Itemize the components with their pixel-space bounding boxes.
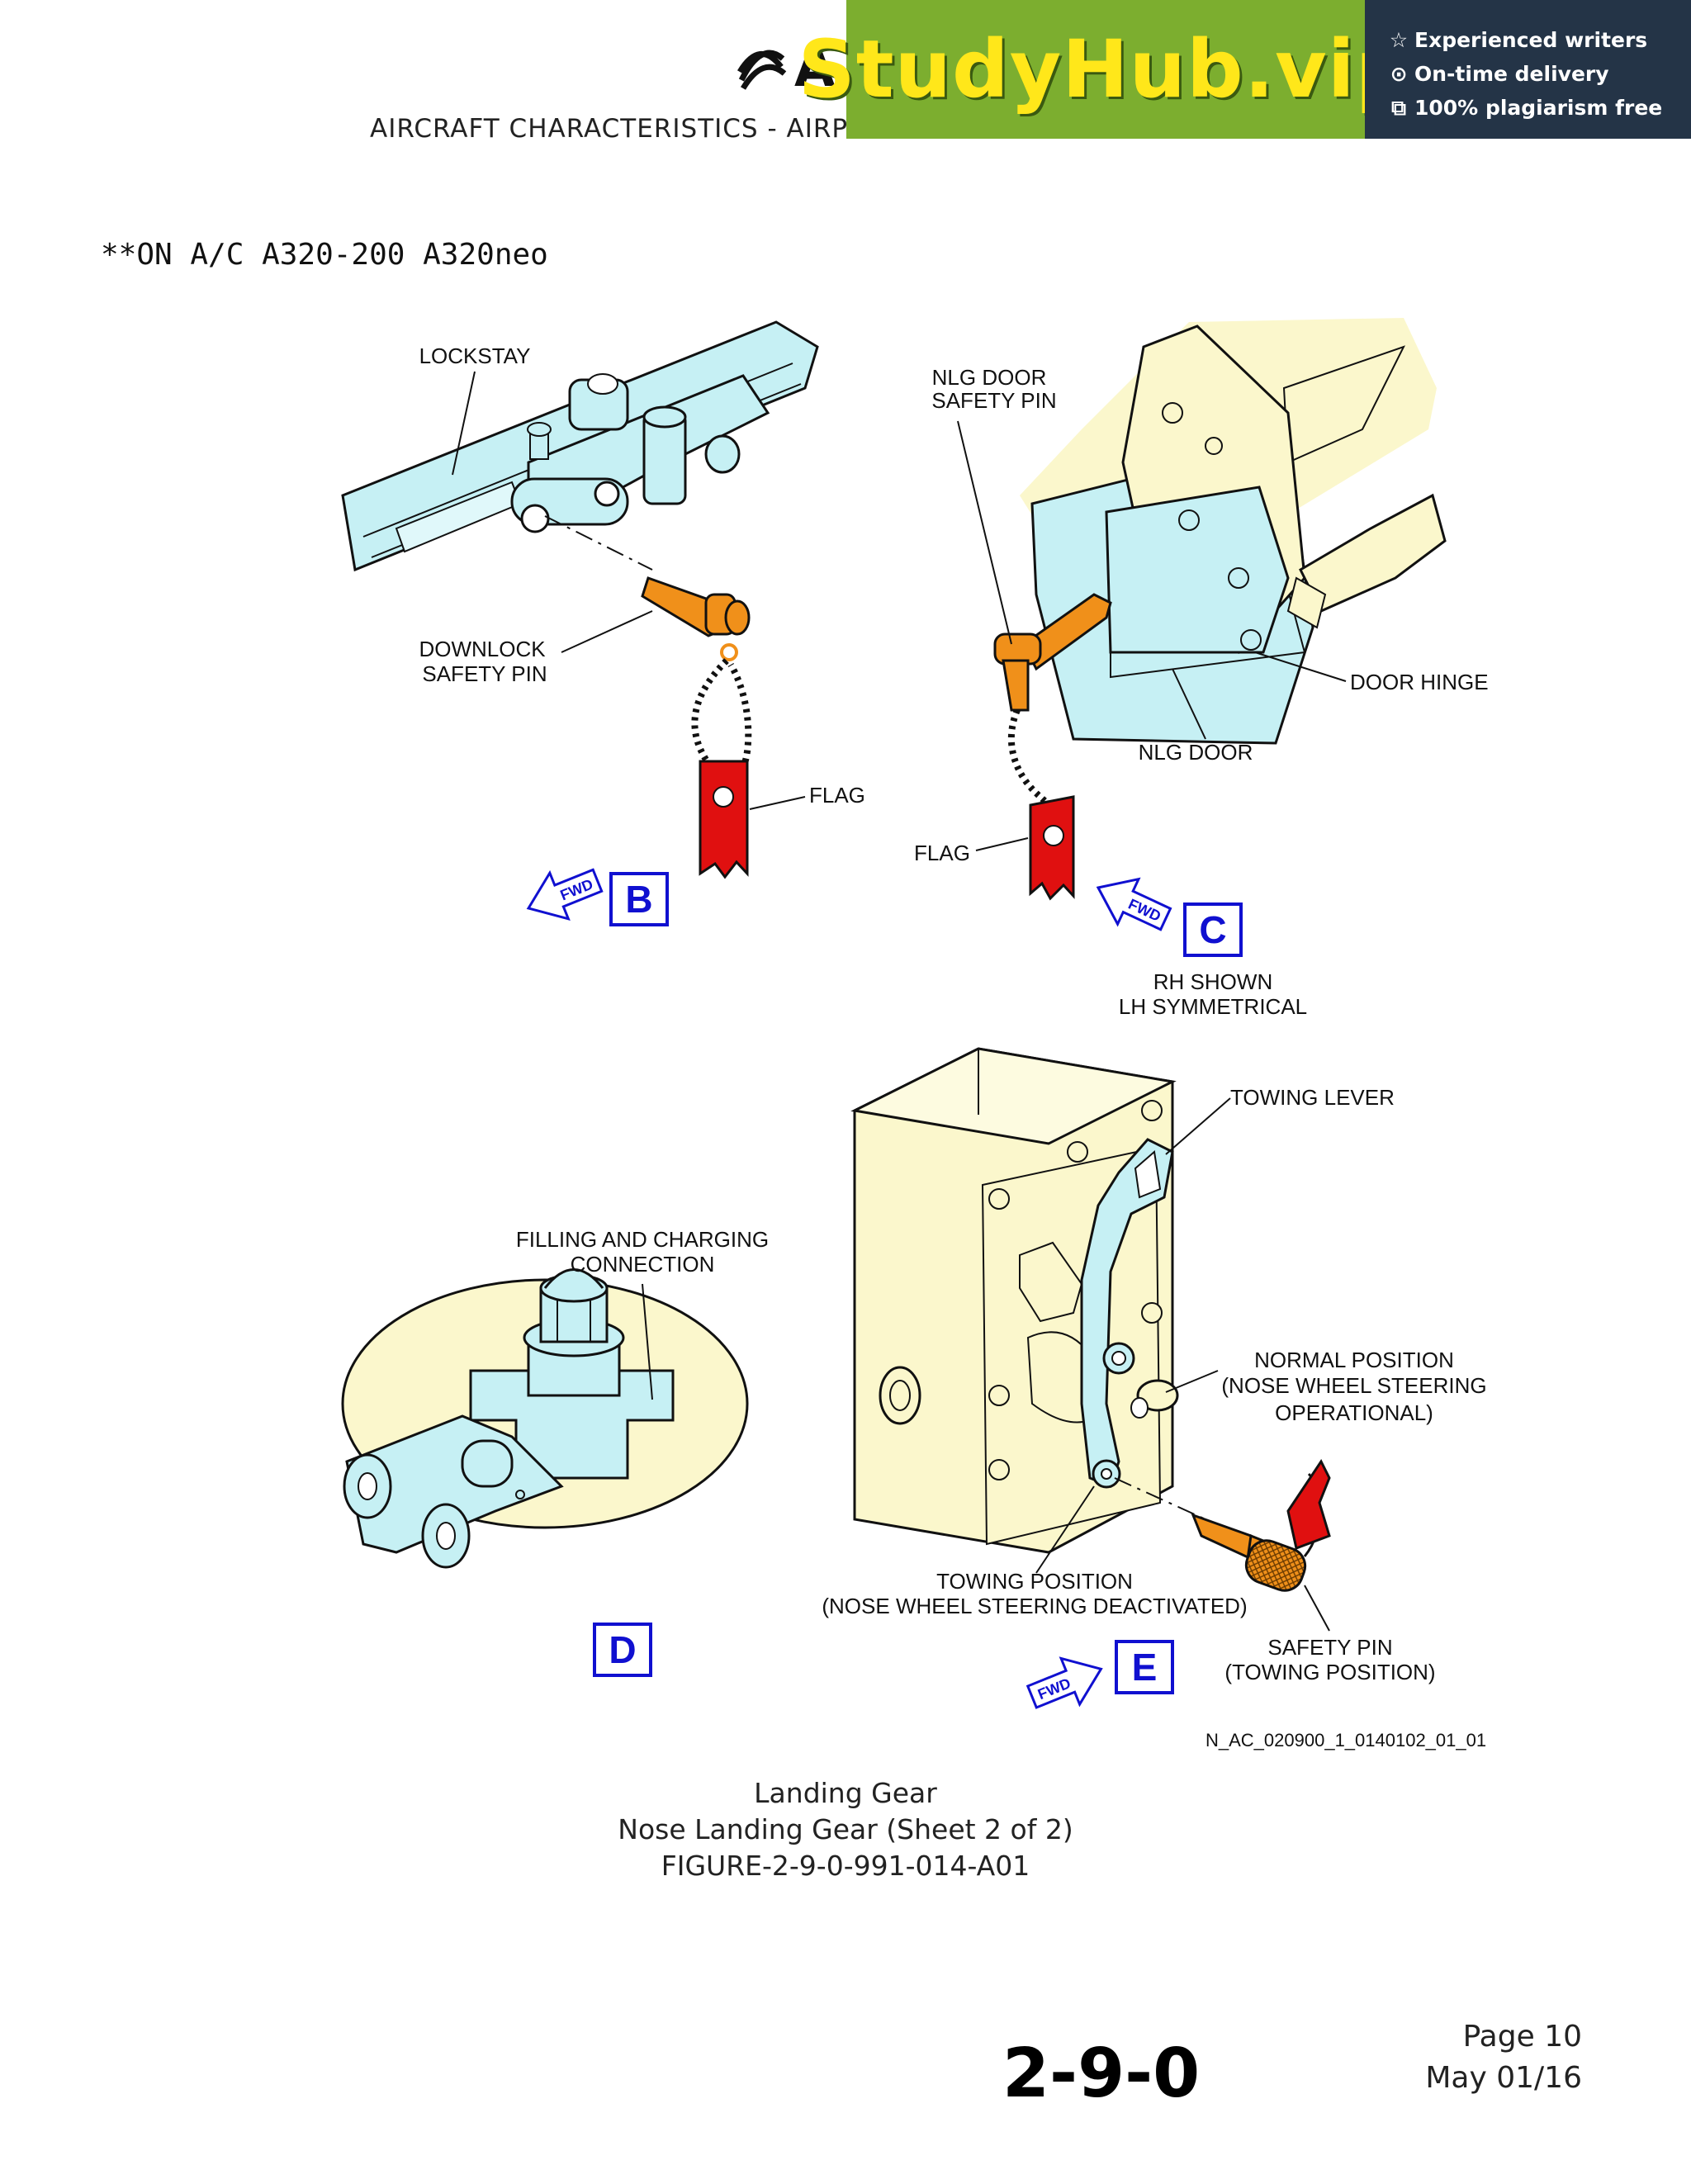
banner-feature: ⊙On-time delivery [1388, 57, 1691, 91]
applicability-note: **ON A/C A320-200 A320neo [101, 238, 548, 272]
label-normal-2: (NOSE WHEEL STEERING [1221, 1373, 1486, 1398]
label-rh-shown: RH SHOWN [1153, 969, 1272, 994]
view-b-lockstay: LOCKSTAY DOWNLOCK SAFETY PIN FLAG [341, 320, 865, 879]
label-flag-b: FLAG [809, 783, 865, 808]
label-door-hinge: DOOR HINGE [1350, 670, 1489, 694]
view-b-marker: FWD B [526, 868, 669, 926]
view-d-filling-connection: FILLING AND CHARGING CONNECTION [341, 1227, 769, 1569]
banner-brand[interactable]: StudyHub.vip [798, 23, 1414, 116]
page-number: Page 10 [1462, 2020, 1582, 2054]
caption-figure-number: FIGURE-2-9-0-991-014-A01 [661, 1850, 1030, 1882]
label-flag-c: FLAG [914, 841, 970, 865]
label-downlock-2: SAFETY PIN [422, 661, 547, 686]
label-lh-symmetrical: LH SYMMETRICAL [1119, 994, 1307, 1019]
label-towing-2: (NOSE WHEEL STEERING DEACTIVATED) [822, 1594, 1247, 1618]
view-e-towing-lever: TOWING LEVER NORMAL POSITION (NOSE WHEEL… [822, 1047, 1487, 1684]
view-letter-b: B [625, 878, 652, 921]
logo-text: A [794, 38, 836, 99]
label-filling-1: FILLING AND CHARGING [516, 1227, 769, 1252]
view-d-marker: D [593, 1623, 652, 1677]
label-towing-1: TOWING POSITION [936, 1569, 1133, 1594]
shield-check-icon: ⧉ [1391, 96, 1406, 120]
view-letter-d: D [609, 1628, 636, 1671]
view-c-marker: FWD C RH SHOWN LH SYMMETRICAL [1096, 877, 1307, 1019]
clock-icon: ⊙ [1390, 62, 1408, 86]
label-towing-lever: TOWING LEVER [1230, 1085, 1395, 1110]
label-normal-3: OPERATIONAL) [1275, 1400, 1433, 1425]
label-downlock-1: DOWNLOCK [419, 637, 546, 661]
label-safety-2: (TOWING POSITION) [1224, 1660, 1435, 1684]
banner-brand-panel[interactable]: StudyHub.vip [798, 0, 1412, 139]
section-number: 2-9-0 [1002, 2035, 1201, 2113]
banner-features-panel: ☆Experienced writers ⊙On-time delivery ⧉… [1365, 0, 1691, 139]
view-letter-e: E [1132, 1646, 1158, 1689]
view-e-marker: FWD E [1025, 1640, 1174, 1709]
label-filling-2: CONNECTION [571, 1252, 715, 1277]
star-icon: ☆ [1389, 28, 1409, 52]
banner-feature: ⧉100% plagiarism free [1388, 91, 1691, 125]
label-safety-1: SAFETY PIN [1267, 1635, 1392, 1660]
label-nlg-pin-2: SAFETY PIN [931, 388, 1056, 413]
banner-feature: ☆Experienced writers [1388, 23, 1691, 57]
label-normal-1: NORMAL POSITION [1254, 1348, 1454, 1372]
drawing-id: N_AC_020900_1_0140102_01_01 [1205, 1730, 1487, 1751]
caption-title: Landing Gear [754, 1777, 937, 1809]
airbus-logo: A [735, 38, 836, 99]
label-nlg-pin-1: NLG DOOR [932, 365, 1047, 390]
label-lockstay: LOCKSTAY [419, 343, 531, 368]
view-letter-c: C [1199, 908, 1226, 951]
logo-swirl-icon [737, 50, 787, 90]
ad-banner[interactable]: StudyHub.vip ☆Experienced writers ⊙On-ti… [798, 0, 1691, 139]
revision-date: May 01/16 [1425, 2061, 1582, 2095]
label-nlg-door: NLG DOOR [1139, 740, 1253, 765]
caption-subtitle: Nose Landing Gear (Sheet 2 of 2) [618, 1813, 1073, 1845]
view-c-nlg-door: NLG DOOR SAFETY PIN DOOR HINGE NLG DOOR … [914, 318, 1489, 901]
